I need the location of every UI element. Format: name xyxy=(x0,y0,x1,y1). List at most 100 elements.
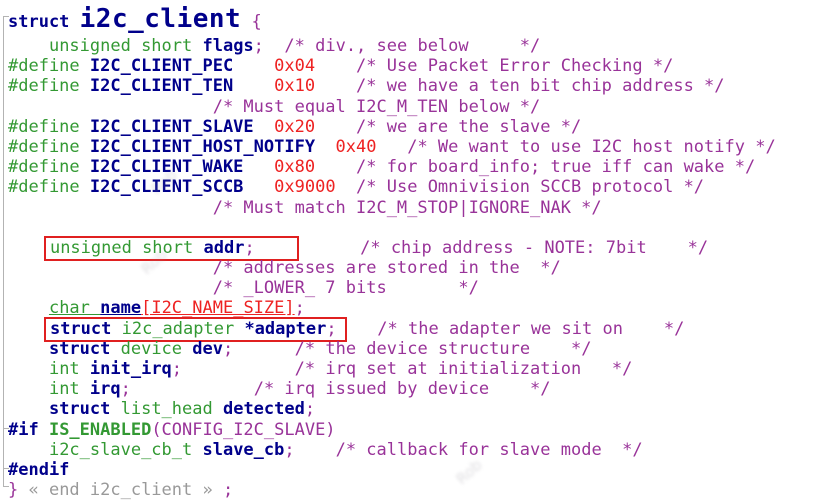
highlight-box: struct i2c_adapter *adapter; xyxy=(43,316,347,342)
code-segment: dev xyxy=(192,338,223,359)
code-line: #endif xyxy=(8,460,824,480)
code-segment: I2C_CLIENT_SCCB xyxy=(89,177,244,198)
code-segment: /* Use Omnivision SCCB protocol */ xyxy=(356,177,705,198)
fold-guide-line xyxy=(3,16,4,486)
code-line: struct list_head detected; xyxy=(8,399,824,419)
code-segment xyxy=(131,379,254,399)
code-line: struct i2c_adapter *adapter; /* the adap… xyxy=(8,316,824,342)
code-segment xyxy=(8,97,213,117)
code-segment: (CONFIG_I2C_SLAVE) xyxy=(151,419,336,440)
code-segment: #define xyxy=(8,56,90,77)
code-segment: #if xyxy=(8,419,49,440)
code-segment: I2C_CLIENT_WAKE xyxy=(89,157,244,178)
code-line: /* Must match I2C_M_STOP|IGNORE_NAK */ xyxy=(8,198,824,218)
code-body: unsigned short flags; /* div., see below… xyxy=(8,36,824,500)
code-segment: /* the device structure */ xyxy=(294,338,592,359)
code-segment: /* Use Packet Error Checking */ xyxy=(356,56,674,77)
code-segment: i2c_adapter xyxy=(121,318,245,339)
code-segment: unsigned short xyxy=(48,36,203,56)
code-line: /* addresses are stored in the */ xyxy=(8,258,824,278)
code-segment: } xyxy=(8,480,29,500)
code-segment xyxy=(8,36,49,56)
code-segment xyxy=(315,117,356,137)
code-segment: char xyxy=(48,298,101,319)
code-segment: #define xyxy=(8,177,90,198)
code-segment: 0x80 xyxy=(274,157,316,178)
code-line: #if IS_ENABLED(CONFIG_I2C_SLAVE) xyxy=(8,420,824,440)
code-segment: I2C_CLIENT_HOST_NOTIFY xyxy=(89,136,316,157)
struct-name: i2c_client xyxy=(79,4,242,34)
fold-guide-tick-top xyxy=(3,16,9,17)
code-segment: #define xyxy=(8,157,90,178)
code-segment: ; xyxy=(244,237,255,258)
code-line: #define I2C_CLIENT_SCCB 0x9000 /* Use Om… xyxy=(8,177,824,197)
code-segment: irq xyxy=(89,379,121,400)
code-line: #define I2C_CLIENT_PEC 0x04 /* Use Packe… xyxy=(8,56,824,76)
code-segment: int xyxy=(48,359,90,379)
code-segment: ; xyxy=(253,36,264,56)
code-segment: ; xyxy=(212,480,234,500)
fold-guide-tick-bottom xyxy=(3,486,9,487)
code-segment xyxy=(315,56,356,76)
code-segment xyxy=(8,258,213,278)
code-segment: i2c_slave_cb_t xyxy=(48,439,203,460)
code-segment: I2C_CLIENT_SLAVE xyxy=(89,116,254,137)
code-segment: ; xyxy=(284,439,295,460)
code-segment xyxy=(233,56,274,76)
code-segment: IS_ENABLED xyxy=(48,419,152,440)
code-segment: *adapter xyxy=(244,318,327,339)
code-line: i2c_slave_cb_t slave_cb; /* callback for… xyxy=(8,440,824,460)
code-segment: 0x10 xyxy=(274,76,316,97)
code-line: unsigned short flags; /* div., see below… xyxy=(8,36,824,56)
code-segment: [I2C_NAME_SIZE] xyxy=(141,298,295,319)
code-segment xyxy=(8,339,49,359)
code-segment: struct xyxy=(48,399,121,420)
code-segment: ; xyxy=(171,359,183,379)
code-segment: struct xyxy=(49,318,122,339)
code-segment: 0x04 xyxy=(274,56,316,77)
code-segment: int xyxy=(48,379,90,400)
code-line: unsigned short addr; /* chip address - N… xyxy=(8,235,824,261)
code-segment: « end i2c_client » xyxy=(28,480,213,500)
code-segment: /* callback for slave mode */ xyxy=(335,439,643,460)
code-segment: slave_cb xyxy=(202,439,285,460)
highlight-box: unsigned short addr; xyxy=(43,235,299,261)
code-segment: device xyxy=(120,338,193,359)
code-line: #define I2C_CLIENT_SLAVE 0x20 /* we are … xyxy=(8,117,824,137)
code-segment xyxy=(243,157,274,177)
code-segment xyxy=(233,76,274,96)
code-segment xyxy=(264,36,284,56)
code-segment: struct xyxy=(48,338,121,359)
code-segment xyxy=(182,359,295,379)
code-segment: I2C_CLIENT_PEC xyxy=(89,56,234,77)
code-segment: 0x9000 xyxy=(274,177,336,198)
code-segment: I2C_CLIENT_TEN xyxy=(89,76,234,97)
code-line: int init_irq; /* irq set at initializati… xyxy=(8,359,824,379)
code-segment: ; xyxy=(294,298,305,319)
code-segment: /* the adapter we sit on */ xyxy=(377,318,685,339)
code-segment: /* we are the slave */ xyxy=(356,116,582,137)
code-segment: ; xyxy=(304,399,316,420)
code-segment: /* addresses are stored in the */ xyxy=(212,258,561,279)
code-line: char name[I2C_NAME_SIZE]; xyxy=(8,298,824,318)
code-segment: /* We want to use I2C host notify */ xyxy=(407,136,776,157)
code-segment xyxy=(233,339,294,359)
code-segment: /* div., see below */ xyxy=(284,36,541,56)
code-segment: #endif xyxy=(8,459,70,480)
code-segment xyxy=(347,319,378,339)
code-segment: /* Must match I2C_M_STOP|IGNORE_NAK */ xyxy=(212,197,602,218)
code-segment: 0x40 xyxy=(335,136,377,157)
code-segment: #define xyxy=(8,116,90,137)
open-brace: { xyxy=(241,12,262,32)
code-segment xyxy=(8,379,49,399)
code-segment: /* irq set at initialization */ xyxy=(294,359,633,379)
code-segment xyxy=(8,238,49,258)
code-segment xyxy=(8,440,49,460)
code-segment: /* _LOWER_ 7 bits */ xyxy=(212,278,479,299)
code-line: struct device dev; /* the device structu… xyxy=(8,339,824,359)
code-segment: init_irq xyxy=(89,359,172,379)
fold-guide-tick-endif xyxy=(3,468,9,469)
code-segment: /* chip address - NOTE: 7bit */ xyxy=(360,237,709,258)
code-segment xyxy=(8,278,213,298)
